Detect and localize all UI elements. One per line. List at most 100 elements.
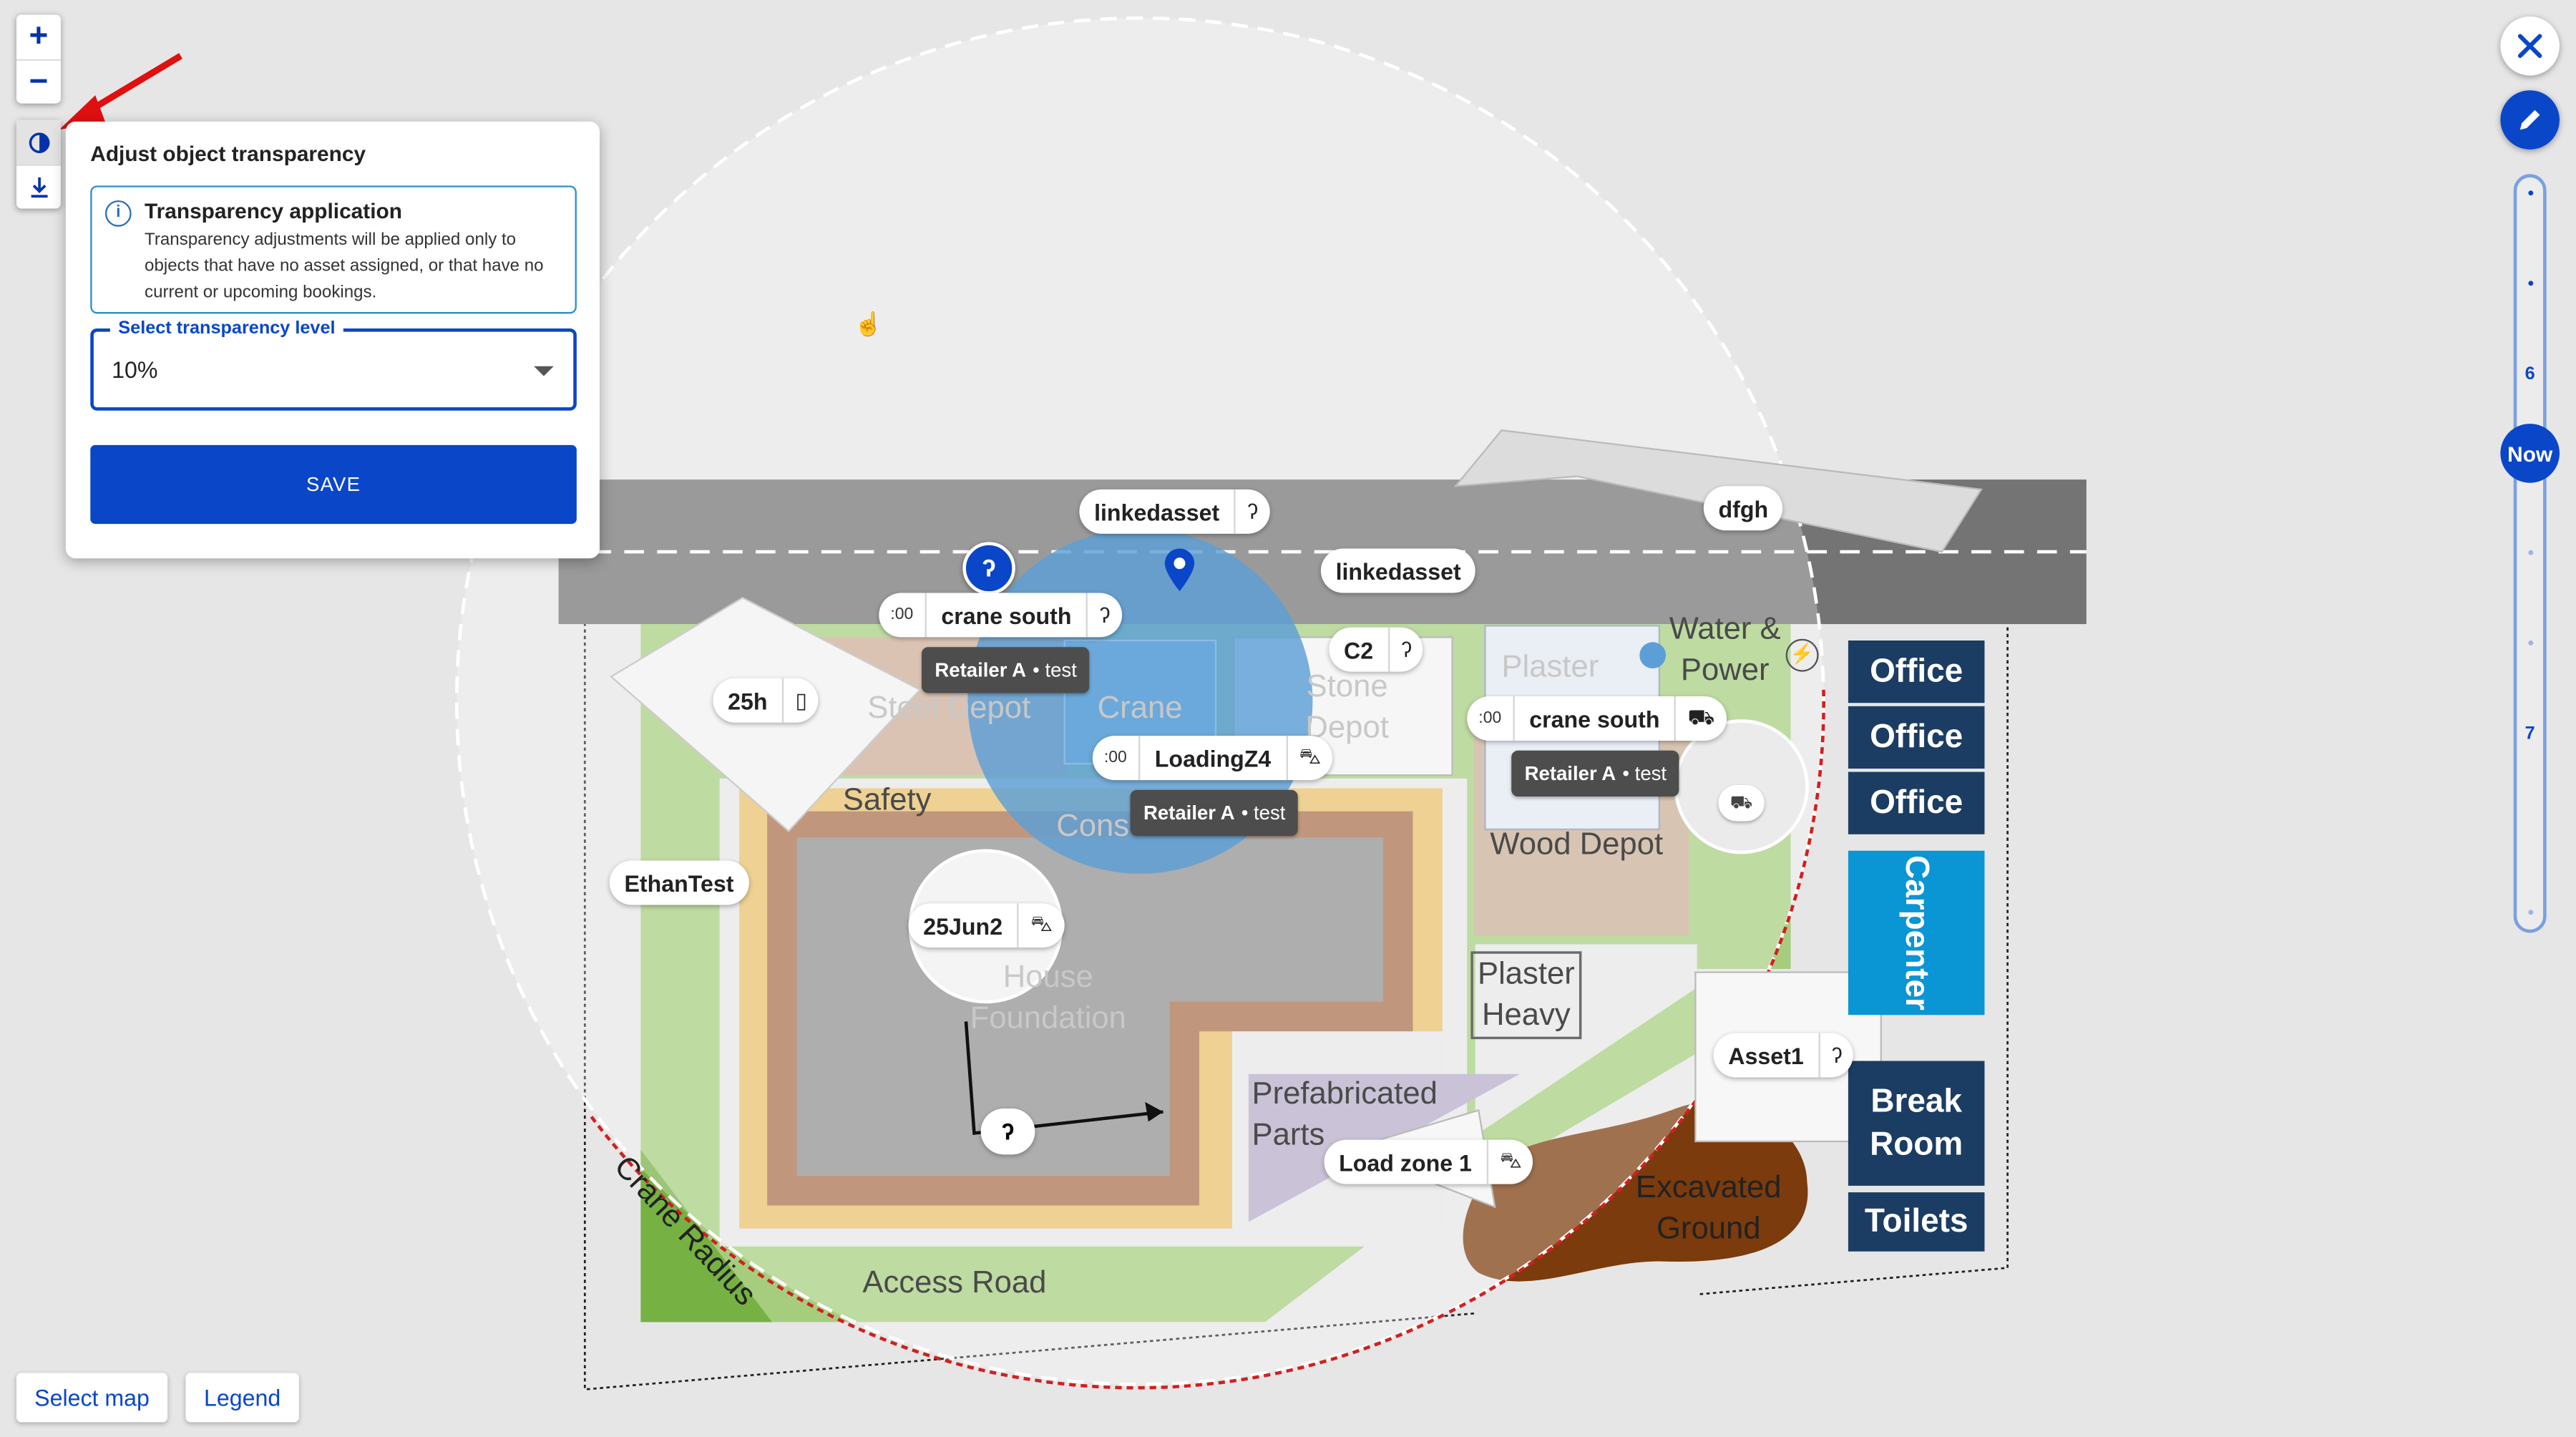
- crane-hook-icon: ʔ: [982, 554, 996, 583]
- chip-linkedasset-1[interactable]: linkedasset ʔ: [1079, 489, 1270, 534]
- chip-loadingz4[interactable]: :00 LoadingZ4 ⛍: [1092, 736, 1333, 781]
- select-map-button[interactable]: Select map: [16, 1373, 168, 1423]
- label-access-road: Access Road: [862, 1266, 1047, 1301]
- tile-toilets[interactable]: Toilets: [1848, 1192, 1985, 1252]
- legend-button[interactable]: Legend: [185, 1373, 299, 1423]
- chip-25h[interactable]: 25h ▯: [713, 678, 819, 723]
- excavator-icon: ⛍: [1486, 1139, 1533, 1184]
- cursor-hand-icon: ☝: [854, 310, 883, 337]
- chip-crane-south-2[interactable]: :00 crane south ⛟: [1467, 696, 1727, 741]
- chip-asset1[interactable]: Asset1 ʔ: [1713, 1033, 1854, 1078]
- chip-label: EthanTest: [624, 869, 734, 896]
- label-plaster: Plaster: [1501, 650, 1599, 685]
- label-house-foundation: House Foundation: [970, 960, 1126, 1036]
- tile-office-1[interactable]: Office: [1848, 640, 1985, 703]
- info-text: Transparency adjustments will be applied…: [145, 230, 544, 303]
- close-icon: [2517, 34, 2542, 59]
- info-title: Transparency application: [145, 198, 402, 224]
- chip-c2[interactable]: C2 ʔ: [1329, 627, 1424, 672]
- truck-icon: ⛟: [1674, 696, 1726, 741]
- excavator-icon: ⛍: [1285, 736, 1332, 781]
- lightning-icon: ⚡: [1785, 638, 1819, 672]
- chip-crane-south-1[interactable]: :00 crane south ʔ: [879, 593, 1122, 638]
- tile-office-2[interactable]: Office: [1848, 706, 1985, 769]
- booking-name: Retailer A: [935, 658, 1026, 682]
- label-crane: Crane: [1097, 691, 1183, 726]
- label-stone-depot: Stone Depot: [1305, 670, 1389, 746]
- save-button[interactable]: SAVE: [90, 444, 577, 525]
- download-button[interactable]: [16, 164, 61, 208]
- plus-icon: +: [29, 18, 49, 54]
- label-excavated-ground: Excavated Ground: [1635, 1171, 1782, 1247]
- zoom-controls: + −: [16, 14, 61, 104]
- tile-break-room[interactable]: Break Room: [1848, 1061, 1985, 1186]
- timeline-tick: [2528, 281, 2534, 286]
- crane-hook-icon: ʔ: [1001, 1118, 1015, 1145]
- label-steel-depot: Steel Depot: [867, 691, 1031, 726]
- transparency-level-select[interactable]: Select transparency level 10%: [90, 318, 577, 411]
- chip-linkedasset-2[interactable]: linkedasset: [1320, 548, 1476, 593]
- timeline-slider[interactable]: 6 7: [2513, 174, 2547, 933]
- edit-button[interactable]: [2500, 90, 2560, 150]
- label-prefabricated-parts: Prefabricated Parts: [1252, 1077, 1438, 1153]
- crane-hook-icon: ʔ: [1086, 593, 1121, 638]
- excavated-ground-shape: [1463, 1101, 1808, 1282]
- info-box: i Transparency application Transparency …: [90, 185, 577, 314]
- chip-label: dfgh: [1718, 495, 1769, 522]
- timeline-tick: [2528, 640, 2534, 646]
- booking-name: Retailer A: [1524, 761, 1616, 785]
- chip-25jun2[interactable]: 25Jun2 ⛍: [908, 903, 1064, 948]
- timeline-tick: [2528, 550, 2534, 555]
- pencil-icon: [2519, 109, 2540, 130]
- zoom-in-button[interactable]: +: [16, 15, 61, 59]
- label-water-power: Water & Power: [1669, 612, 1781, 688]
- close-button[interactable]: [2500, 16, 2560, 76]
- crane-path-hook[interactable]: ʔ: [980, 1109, 1035, 1155]
- transparency-button[interactable]: [16, 120, 61, 165]
- chip-time: :00: [1478, 709, 1502, 728]
- select-value: 10%: [112, 356, 158, 383]
- tile-office-3[interactable]: Office: [1848, 771, 1985, 834]
- location-pin[interactable]: [1161, 547, 1198, 601]
- contrast-icon: [28, 132, 49, 152]
- forklift-icon[interactable]: ⛟: [1718, 784, 1765, 822]
- timeline-label-7: 7: [2524, 724, 2535, 744]
- download-icon: [30, 177, 47, 198]
- crane-path: [964, 1021, 1163, 1136]
- chip-dfgh[interactable]: dfgh: [1703, 486, 1783, 531]
- label-cons: Cons: [1056, 809, 1130, 844]
- chip-label: linkedasset: [1335, 557, 1461, 584]
- booking-detail: • test: [1033, 658, 1077, 682]
- crane-hook-marker[interactable]: ʔ: [962, 542, 1015, 595]
- chevron-down-icon: [534, 366, 554, 376]
- select-label: Select transparency level: [109, 318, 344, 338]
- tile-carpenter[interactable]: Carpenter: [1848, 850, 1985, 1015]
- crane-hook-icon: ʔ: [1234, 489, 1269, 534]
- crane-hook-icon: ʔ: [1818, 1033, 1853, 1078]
- label-plaster-heavy: Plaster Heavy: [1477, 957, 1575, 1033]
- chip-label: LoadingZ4: [1138, 736, 1286, 781]
- timeline-tick: [2528, 190, 2534, 196]
- chip-time: :00: [890, 605, 914, 625]
- chip-label: 25Jun2: [923, 912, 1003, 939]
- booking-tag-3[interactable]: Retailer A• test: [1130, 789, 1299, 837]
- booking-name: Retailer A: [1143, 801, 1235, 825]
- booking-tag-2[interactable]: Retailer A• test: [1511, 750, 1680, 797]
- excavator-icon: ⛍: [1017, 903, 1064, 948]
- booking-tag-1[interactable]: Retailer A • test: [922, 647, 1091, 693]
- chip-label: 25h: [728, 687, 768, 714]
- location-pin-icon: [1164, 548, 1195, 592]
- chip-load-zone-1[interactable]: Load zone 1 ⛍: [1324, 1139, 1533, 1184]
- booking-detail: • test: [1241, 801, 1286, 825]
- now-button[interactable]: Now: [2500, 424, 2560, 483]
- timeline-label-6: 6: [2524, 364, 2535, 385]
- zoom-out-button[interactable]: −: [16, 59, 61, 104]
- chip-ethantest[interactable]: EthanTest: [609, 860, 749, 905]
- crane-path-arrowhead: [1145, 1101, 1163, 1122]
- annotation-arrow-head: [59, 95, 105, 130]
- chip-label: crane south: [1513, 696, 1674, 741]
- minus-icon: −: [29, 63, 49, 99]
- green-diagonal: [1478, 985, 1701, 1183]
- timeline-tick: [2528, 910, 2534, 915]
